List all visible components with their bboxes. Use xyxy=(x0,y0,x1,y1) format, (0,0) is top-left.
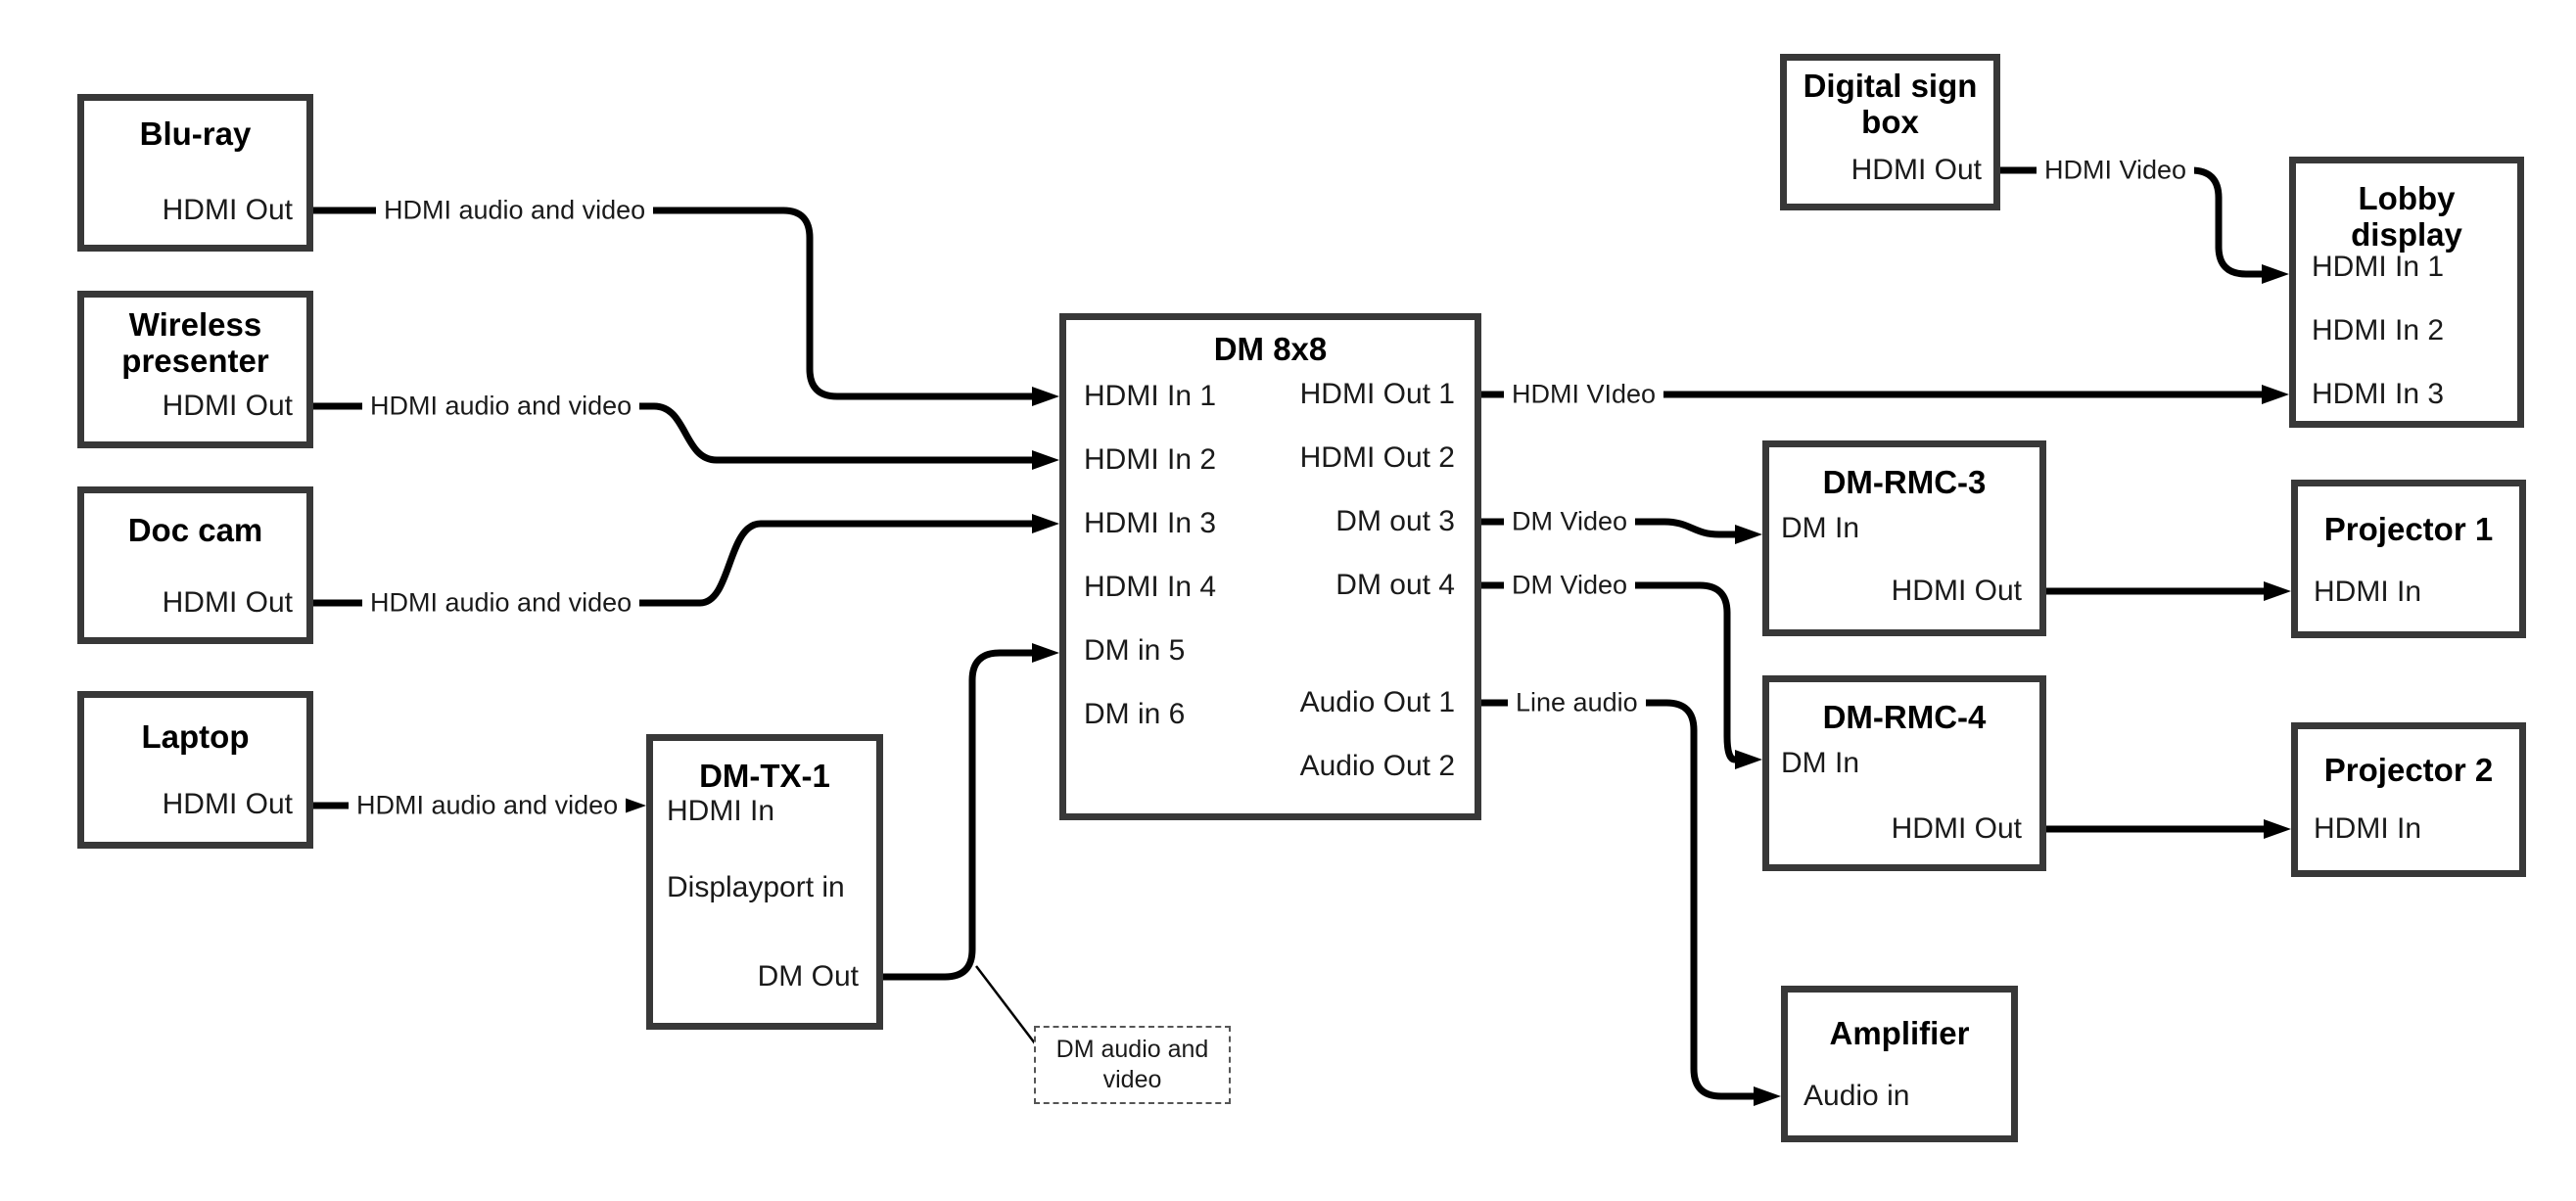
port-hdmi-out: HDMI Out xyxy=(1891,812,2022,845)
port-dm-in-6: DM in 6 xyxy=(1084,698,1186,730)
port-hdmi-in: HDMI In xyxy=(2314,812,2422,845)
device-lobby-display: Lobby display HDMI In 1 HDMI In 2 HDMI I… xyxy=(2289,157,2524,428)
connector-dmtx1-to-dm8x8-in5 xyxy=(883,643,1059,981)
port-hdmi-out: HDMI Out xyxy=(1850,154,1982,186)
device-doc-cam: Doc cam HDMI Out xyxy=(77,486,313,644)
port-dm-in: DM In xyxy=(1781,512,1860,544)
device-dm-tx-1: DM-TX-1 HDMI In Displayport in DM Out xyxy=(646,734,883,1030)
connection-label-hdmi-av-bluray: HDMI audio and video xyxy=(376,195,654,226)
port-dm-out-3: DM out 3 xyxy=(1335,505,1455,537)
device-title: DM-RMC-3 xyxy=(1822,464,1987,500)
device-projector-2: Projector 2 HDMI In xyxy=(2291,722,2526,877)
connector-dm8x8-out3-to-rmc3 xyxy=(1481,518,1762,544)
device-title: Laptop xyxy=(141,718,250,755)
port-audio-in: Audio in xyxy=(1803,1080,1910,1112)
connection-label-hdmi-video-out1: HDMI VIdeo xyxy=(1504,379,1664,410)
device-title: DM 8x8 xyxy=(1213,331,1328,367)
port-hdmi-out: HDMI Out xyxy=(162,194,293,226)
device-digital-sign-box: Digital sign box HDMI Out xyxy=(1780,54,2000,210)
device-title: Projector 2 xyxy=(2323,752,2494,788)
port-hdmi-in-4: HDMI In 4 xyxy=(1084,571,1217,603)
port-hdmi-in-3: HDMI In 3 xyxy=(1084,507,1217,539)
device-wireless-presenter: Wireless presenter HDMI Out xyxy=(77,291,313,448)
connection-label-hdmi-av-wireless: HDMI audio and video xyxy=(362,391,640,422)
connection-label-hdmi-av-laptop: HDMI audio and video xyxy=(349,790,627,821)
device-projector-1: Projector 1 HDMI In xyxy=(2291,480,2526,638)
device-title: Amplifier xyxy=(1829,1015,1970,1051)
device-bluray: Blu-ray HDMI Out xyxy=(77,94,313,252)
port-dm-in-5: DM in 5 xyxy=(1084,634,1186,667)
port-hdmi-in: HDMI In xyxy=(667,795,775,827)
port-hdmi-out: HDMI Out xyxy=(162,788,293,820)
connection-label-hdmi-video-signbox: HDMI Video xyxy=(2037,155,2195,186)
connector-dm8x8-out4-to-rmc4 xyxy=(1481,581,1762,769)
device-title: DM-TX-1 xyxy=(699,758,830,794)
connection-label-hdmi-av-doccam: HDMI audio and video xyxy=(362,587,640,619)
connector-wireless-to-dm8x8-in2 xyxy=(313,402,1059,470)
port-hdmi-in-3: HDMI In 3 xyxy=(2312,378,2445,410)
annotation-dm-audio-video: DM audio and video xyxy=(1034,1026,1231,1104)
port-hdmi-out-1: HDMI Out 1 xyxy=(1299,378,1455,410)
connector-signbox-to-lobby-in1 xyxy=(2000,166,2289,284)
port-dm-out-4: DM out 4 xyxy=(1335,569,1455,601)
connection-label-line-audio: Line audio xyxy=(1508,687,1646,718)
device-dm-8x8: DM 8x8 HDMI In 1 HDMI In 2 HDMI In 3 HDM… xyxy=(1059,313,1481,820)
device-title: Doc cam xyxy=(127,512,263,548)
device-dm-rmc-3: DM-RMC-3 DM In HDMI Out xyxy=(1762,440,2046,636)
port-audio-out-1: Audio Out 1 xyxy=(1299,686,1455,718)
annotation-text: DM audio and video xyxy=(1055,1035,1209,1093)
device-title: Lobby display xyxy=(2351,180,2462,253)
port-hdmi-out-2: HDMI Out 2 xyxy=(1299,441,1455,474)
connector-bluray-to-dm8x8-in1 xyxy=(313,207,1059,406)
device-title: Projector 1 xyxy=(2323,511,2494,547)
port-hdmi-in-1: HDMI In 1 xyxy=(1084,380,1217,412)
port-hdmi-in-2: HDMI In 2 xyxy=(2312,314,2445,346)
port-dm-out: DM Out xyxy=(757,960,859,993)
port-dm-in: DM In xyxy=(1781,747,1860,779)
port-hdmi-out: HDMI Out xyxy=(162,390,293,422)
port-audio-out-2: Audio Out 2 xyxy=(1299,750,1455,782)
port-hdmi-in: HDMI In xyxy=(2314,576,2422,608)
connection-label-dm-video-out4: DM Video xyxy=(1504,570,1636,601)
device-amplifier: Amplifier Audio in xyxy=(1781,986,2018,1142)
device-title: Blu-ray xyxy=(139,115,252,152)
device-title: Wireless presenter xyxy=(121,306,269,379)
connector-doccam-to-dm8x8-in3 xyxy=(313,514,1059,607)
port-hdmi-in-1: HDMI In 1 xyxy=(2312,251,2445,283)
port-hdmi-out: HDMI Out xyxy=(162,586,293,619)
port-hdmi-out: HDMI Out xyxy=(1891,575,2022,607)
connector-dm8x8-aout1-to-amplifier xyxy=(1481,699,1781,1106)
connection-label-dm-video-out3: DM Video xyxy=(1504,506,1636,537)
device-title: Digital sign box xyxy=(1803,68,1978,140)
annotation-leader-line xyxy=(975,965,1036,1044)
device-laptop: Laptop HDMI Out xyxy=(77,691,313,849)
device-dm-rmc-4: DM-RMC-4 DM In HDMI Out xyxy=(1762,675,2046,871)
device-title: DM-RMC-4 xyxy=(1822,699,1987,735)
port-hdmi-in-2: HDMI In 2 xyxy=(1084,443,1217,476)
port-displayport-in: Displayport in xyxy=(667,871,845,903)
